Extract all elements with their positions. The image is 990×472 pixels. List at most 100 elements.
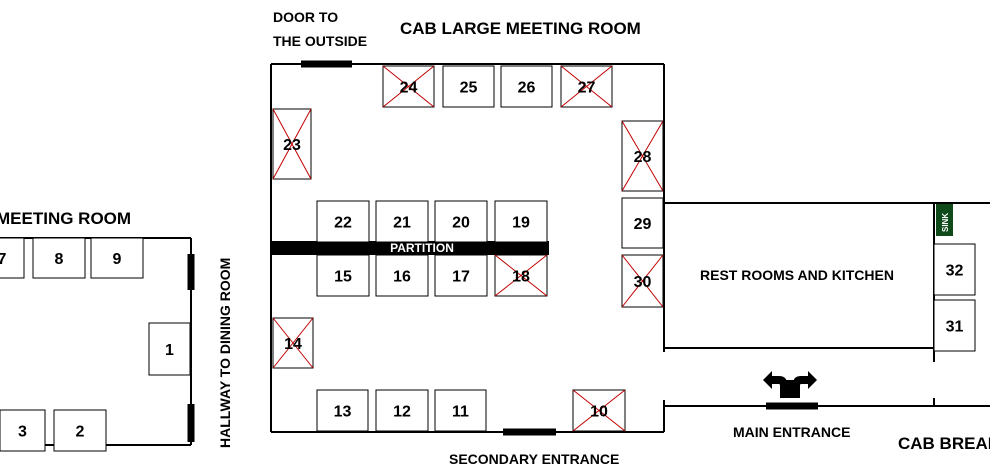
table-box [434,389,487,432]
table-number: 8 [55,251,64,268]
table-number: 1 [165,342,174,359]
main-entrance-label: MAIN ENTRANCE [733,424,850,440]
unavailable-cross-mark [621,254,664,308]
table-box [434,254,488,297]
table-box [148,322,191,376]
table-box [933,299,976,352]
table-10-unavailable: 10 [572,389,626,432]
table-28-unavailable: 28 [621,120,664,192]
unavailable-cross-mark [272,317,314,369]
table-number: 17 [452,269,470,286]
table-11: 11 [434,389,487,432]
unavailable-cross-mark [272,108,312,180]
table-box [933,243,976,296]
unavailable-cross-mark [560,65,613,108]
table-number: 25 [460,80,478,97]
table-number: 32 [946,263,964,280]
table-box [442,65,495,108]
table-17: 17 [434,254,488,297]
unavailable-cross-mark [494,254,548,297]
sink-marker [936,204,953,236]
table-number: 13 [334,404,352,421]
table-16: 16 [375,254,429,297]
table-number: 27 [578,80,596,97]
table-14-unavailable: 14 [272,317,314,369]
left-room-title: MEETING ROOM [0,209,131,228]
rest-rooms-label: REST ROOMS AND KITCHEN [700,267,894,283]
table-19: 19 [494,200,548,243]
table-box [0,409,46,452]
table-number: 31 [946,319,964,336]
table-number: 16 [393,269,411,286]
table-number: 7 [0,251,7,268]
table-23-unavailable: 23 [272,108,312,180]
table-22: 22 [316,200,370,243]
table-box [90,237,144,279]
table-number: 18 [512,269,530,286]
table-13: 13 [316,389,369,432]
table-number: 10 [590,404,608,421]
table-number: 30 [634,274,652,291]
table-number: 26 [518,80,536,97]
table-3: 3 [0,409,46,452]
table-2: 2 [53,409,107,452]
table-number: 28 [634,149,652,166]
table-number: 24 [400,80,418,97]
table-8: 8 [32,237,86,279]
table-32: 32 [933,243,976,296]
table-12: 12 [375,389,429,432]
table-box [32,237,86,279]
door-outside-label-line1: DOOR TO [273,9,338,25]
table-24-unavailable: 24 [382,65,435,108]
table-box [375,389,429,432]
table-box [316,200,370,243]
table-number: 12 [393,404,411,421]
large-room-title: CAB LARGE MEETING ROOM [400,19,641,38]
table-1: 1 [148,322,191,376]
table-number: 14 [284,336,302,353]
table-box [316,389,369,432]
table-21: 21 [375,200,429,243]
partition-label: PARTITION [390,241,454,255]
table-number: 21 [393,215,411,232]
table-number: 2 [76,424,85,441]
door-outside-label-line2: THE OUTSIDE [273,33,367,49]
table-number: 15 [334,269,352,286]
table-7: 7 [0,237,25,279]
table-9: 9 [90,237,144,279]
table-27-unavailable: 27 [560,65,613,108]
partition: PARTITION [272,241,549,255]
table-box [375,200,429,243]
table-number: 19 [512,215,530,232]
table-box [494,200,548,243]
main-entrance-arrow-icon [763,371,817,398]
unavailable-cross-mark [572,389,626,432]
table-box [316,254,370,297]
table-box [621,197,664,249]
table-30-unavailable: 30 [621,254,664,308]
table-18-unavailable: 18 [494,254,548,297]
rest-rooms-kitchen: SINK [664,202,990,410]
break-room-label: CAB BREAK [898,434,990,453]
unavailable-cross-mark [382,65,435,108]
table-number: 3 [18,424,27,441]
table-15: 15 [316,254,370,297]
table-box [0,237,25,279]
table-number: 11 [452,404,469,421]
table-26: 26 [500,65,553,108]
table-box [434,200,488,243]
table-25: 25 [442,65,495,108]
table-number: 23 [283,137,301,154]
table-29: 29 [621,197,664,249]
hallway-label: HALLWAY TO DINING ROOM [217,258,233,448]
table-number: 9 [113,251,122,268]
table-box [53,409,107,452]
table-20: 20 [434,200,488,243]
sink-label: SINK [941,213,950,232]
table-box [375,254,429,297]
table-number: 29 [634,216,652,233]
table-31: 31 [933,299,976,352]
secondary-entrance-label: SECONDARY ENTRANCE [449,451,619,467]
